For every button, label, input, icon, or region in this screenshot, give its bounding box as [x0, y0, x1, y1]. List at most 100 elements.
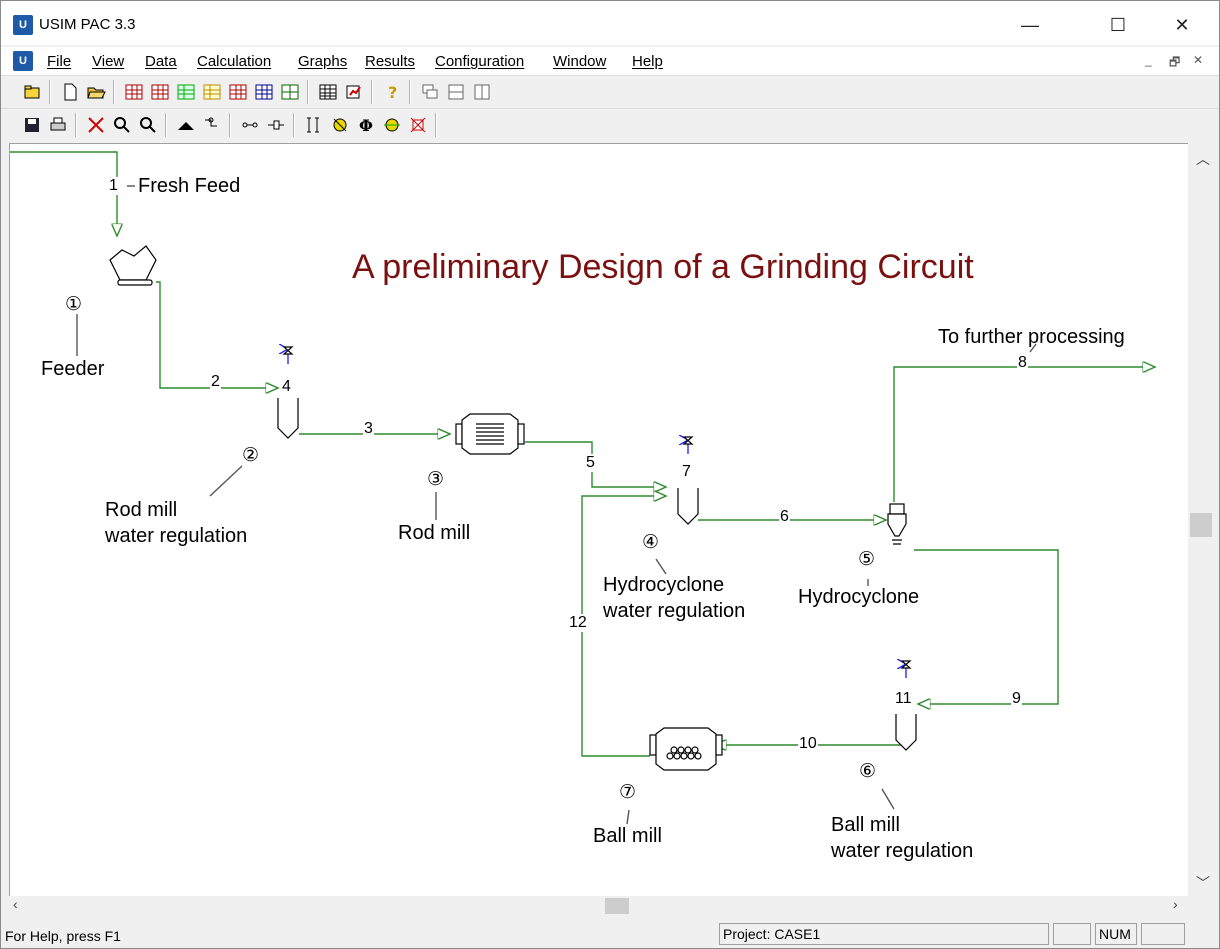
status-caps [1053, 923, 1091, 945]
toolbar-standard: ? [1, 75, 1219, 108]
save-icon[interactable] [21, 114, 43, 136]
document-icon[interactable]: U [13, 51, 33, 71]
tile-vertical-icon[interactable] [471, 81, 493, 103]
stream-9[interactable] [914, 549, 1059, 704]
svg-text:?: ? [388, 83, 397, 102]
table-grid-icon[interactable] [227, 81, 249, 103]
sump-hydrocyclone-water[interactable] [677, 488, 699, 525]
stockpile-icon[interactable] [175, 114, 197, 136]
diagram-title: A preliminary Design of a Grinding Circu… [352, 248, 974, 286]
open-folder-icon[interactable] [85, 81, 107, 103]
unit-number-5: ⑤ [858, 549, 876, 570]
menu-data[interactable]: Data [145, 53, 177, 70]
connect-stream-icon[interactable] [239, 114, 261, 136]
ball-mill-label: Ball mill [593, 825, 662, 847]
unit-model-icon[interactable] [329, 114, 351, 136]
menu-calculation[interactable]: Calculation [197, 53, 272, 70]
minimize-button[interactable]: — [1021, 15, 1039, 35]
text-tool-icon[interactable] [303, 114, 325, 136]
window-title: USIM PAC 3.3 [39, 16, 136, 33]
folder-icon[interactable] [21, 81, 43, 103]
table-blue-icon[interactable] [253, 81, 275, 103]
new-file-icon[interactable] [59, 81, 81, 103]
stream-1[interactable] [10, 151, 117, 236]
balance-icon[interactable] [381, 114, 403, 136]
spreadsheet-icon[interactable] [317, 81, 339, 103]
horizontal-scrollbar[interactable]: ‹ › [9, 896, 1188, 916]
cascade-windows-icon[interactable] [419, 81, 441, 103]
tile-horizontal-icon[interactable] [445, 81, 467, 103]
menu-configuration[interactable]: Configuration [435, 53, 525, 70]
table-green-icon[interactable] [175, 81, 197, 103]
status-help-text: For Help, press F1 [5, 928, 121, 944]
feeder-label: Feeder [41, 358, 105, 380]
hydrocyclone-unit[interactable] [887, 503, 907, 545]
select-units-icon[interactable] [85, 114, 107, 136]
valve-icon [282, 346, 294, 355]
sump-rod-mill-water[interactable] [277, 398, 299, 439]
flowsheet-diagram [10, 151, 1188, 825]
insert-node-icon[interactable] [265, 114, 287, 136]
help-icon[interactable]: ? [381, 81, 403, 103]
menu-bar: U File View Data Calculation Graphs Resu… [1, 47, 1219, 75]
rod-mill-water-label: Rod mill water regulation [105, 499, 248, 547]
flowsheet-icon[interactable] [201, 114, 223, 136]
unit-number-7: ⑦ [619, 782, 637, 803]
table-yellow-icon[interactable] [201, 81, 223, 103]
close-button[interactable]: ✕ [1174, 15, 1190, 35]
vertical-scrollbar[interactable]: ︿ ﹀ [1188, 143, 1218, 895]
stream-label-11: 11 [894, 690, 913, 708]
horizontal-scroll-thumb[interactable] [605, 898, 629, 914]
table-edit-icon[interactable] [123, 81, 145, 103]
unit-number-6: ⑥ [859, 761, 877, 782]
vertical-scroll-thumb[interactable] [1190, 513, 1212, 537]
unit-number-4: ④ [642, 532, 660, 553]
menu-view[interactable]: View [92, 53, 125, 70]
rod-mill-unit[interactable] [455, 413, 525, 455]
status-num: NUM [1095, 923, 1137, 945]
status-scroll [1141, 923, 1185, 945]
menu-file[interactable]: File [47, 53, 72, 70]
table-layout-icon[interactable] [279, 81, 301, 103]
unit-number-1: ① [65, 294, 83, 315]
scroll-right-icon[interactable]: › [1173, 896, 1178, 912]
stream-label-10: 10 [798, 735, 818, 753]
further-processing-label: To further processing [938, 326, 1125, 348]
phi-icon[interactable]: Φ [355, 114, 377, 136]
toolbar-drawing: Φ [1, 108, 1219, 141]
stream-label-1: 1 [108, 177, 119, 195]
feeder-unit[interactable] [109, 245, 157, 286]
stream-label-12: 12 [568, 614, 588, 632]
simulate-icon[interactable] [407, 114, 429, 136]
hydrocyclone-water-label: Hydrocyclone water regulation [603, 574, 746, 622]
scroll-left-icon[interactable]: ‹ [13, 896, 18, 912]
menu-window[interactable]: Window [553, 53, 607, 70]
unit-number-3: ③ [427, 469, 445, 490]
scroll-down-icon[interactable]: ﹀ [1196, 875, 1210, 891]
chart-edit-icon[interactable] [343, 81, 365, 103]
mdi-close-button[interactable]: ✕ [1193, 53, 1204, 67]
mdi-restore-button[interactable]: 🗗 [1169, 55, 1181, 69]
scroll-up-icon[interactable]: ︿ [1196, 151, 1210, 167]
menu-graphs[interactable]: Graphs [298, 53, 348, 70]
maximize-button[interactable]: ☐ [1109, 15, 1127, 35]
title-bar[interactable]: U USIM PAC 3.3 — ☐ ✕ [1, 1, 1219, 45]
mdi-minimize-button[interactable]: _ [1145, 53, 1152, 67]
status-project: Project: CASE1 [719, 923, 1049, 945]
app-logo-icon: U [13, 15, 33, 35]
flowsheet-canvas[interactable]: A preliminary Design of a Grinding Circu… [9, 143, 1188, 896]
zoom-out-icon[interactable] [137, 114, 159, 136]
sump-ball-mill-water[interactable] [895, 714, 917, 751]
zoom-in-icon[interactable] [111, 114, 133, 136]
stream-label-8: 8 [1017, 354, 1028, 372]
stream-8[interactable] [893, 367, 1155, 502]
print-icon[interactable] [47, 114, 69, 136]
hydrocyclone-label: Hydrocyclone [798, 586, 920, 608]
ball-mill-unit[interactable] [649, 727, 723, 771]
menu-help[interactable]: Help [632, 53, 663, 70]
unit-number-2: ② [242, 445, 260, 466]
status-bar: For Help, press F1 Project: CASE1 NUM [1, 921, 1219, 948]
menu-results[interactable]: Results [365, 53, 416, 70]
table-stream-icon[interactable] [149, 81, 171, 103]
